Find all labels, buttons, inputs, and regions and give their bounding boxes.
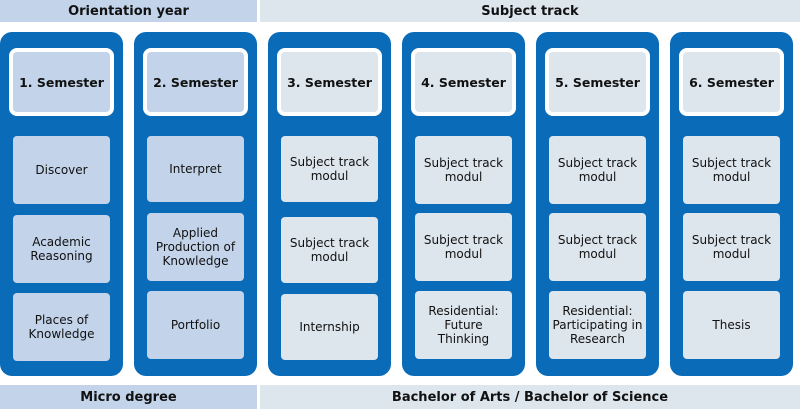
semester-3-module-1: Subject track modul	[281, 136, 378, 202]
semester-6-column: 6. Semester Subject track modul Subject …	[670, 32, 793, 376]
semester-4-column: 4. Semester Subject track modul Subject …	[402, 32, 525, 376]
semester-4-module-2: Subject track modul	[415, 213, 512, 281]
semester-3-module-2: Subject track modul	[281, 217, 378, 283]
semester-5-column: 5. Semester Subject track modul Subject …	[536, 32, 659, 376]
orientation-year-band: Orientation year	[0, 0, 257, 22]
semester-6-module-2: Subject track modul	[683, 213, 780, 281]
semester-6-title: 6. Semester	[679, 48, 784, 116]
semester-2-module-1: Interpret	[147, 136, 244, 202]
semester-5-title: 5. Semester	[545, 48, 650, 116]
semester-2-title: 2. Semester	[143, 48, 248, 116]
semester-2-column: 2. Semester Interpret Applied Production…	[134, 32, 257, 376]
semester-6-module-3: Thesis	[683, 291, 780, 359]
subject-track-band: Subject track	[260, 0, 800, 22]
semester-1-module-1: Discover	[13, 136, 110, 204]
bachelor-degree-band: Bachelor of Arts / Bachelor of Science	[260, 385, 800, 409]
semester-2-module-3: Portfolio	[147, 291, 244, 359]
semester-4-module-3: Residential: Future Thinking	[415, 291, 512, 359]
semester-3-column: 3. Semester Subject track modul Subject …	[268, 32, 391, 376]
semester-6-module-1: Subject track modul	[683, 136, 780, 204]
semester-4-title: 4. Semester	[411, 48, 516, 116]
semester-3-title: 3. Semester	[277, 48, 382, 116]
semester-5-module-3: Residential: Participating in Research	[549, 291, 646, 359]
semester-1-module-3: Places of Knowledge	[13, 293, 110, 361]
semester-5-module-2: Subject track modul	[549, 213, 646, 281]
semester-3-module-3: Internship	[281, 294, 378, 360]
semester-2-module-2: Applied Production of Knowledge	[147, 213, 244, 281]
semester-1-title: 1. Semester	[9, 48, 114, 116]
semester-5-module-1: Subject track modul	[549, 136, 646, 204]
semester-4-module-1: Subject track modul	[415, 136, 512, 204]
semester-1-column: 1. Semester Discover Academic Reasoning …	[0, 32, 123, 376]
semester-1-module-2: Academic Reasoning	[13, 215, 110, 283]
micro-degree-band: Micro degree	[0, 385, 257, 409]
